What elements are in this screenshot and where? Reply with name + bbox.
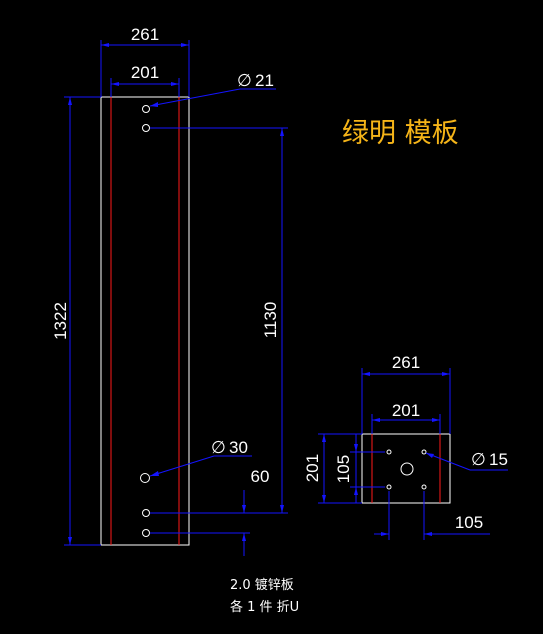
leader-right-hole: ∅ 15: [425, 450, 508, 471]
hole-bottom-dia-symbol: ∅: [211, 438, 226, 457]
right-hole-top-right: [421, 449, 427, 455]
note-material: 2.0 镀锌板: [230, 577, 294, 593]
dim-left-height: 1322: [51, 96, 101, 546]
left-plate-outline: [100, 96, 190, 546]
dim-right-width-inner: 201: [371, 401, 441, 434]
dim-left-width-inner-label: 201: [131, 63, 159, 82]
right-hole-center: [400, 462, 414, 476]
dim-right-height-label: 201: [303, 454, 322, 482]
drawing-title: 绿明 模板: [342, 118, 459, 149]
dim-left-width-outer: 261: [100, 25, 190, 97]
dim-hole-spacing-label: 1130: [261, 302, 280, 339]
left-plate: [100, 96, 190, 546]
right-hole-top-left: [386, 449, 392, 455]
dim-edge-offset-label: 60: [251, 467, 270, 486]
dim-right-width-inner-label: 201: [392, 401, 420, 420]
dim-right-half-height: 105: [334, 434, 385, 503]
right-plate: [361, 433, 451, 504]
left-hole-bottom-2: [142, 529, 150, 537]
left-hole-top-1: [142, 105, 150, 113]
left-hole-top-2: [142, 124, 150, 132]
hole-top-dia-label: 21: [255, 71, 274, 90]
dim-left-width-outer-label: 261: [131, 25, 159, 44]
dim-left-height-label: 1322: [51, 302, 70, 340]
hole-top-dia-symbol: ∅: [237, 71, 252, 90]
note-quantity: 各 1 件 折U: [230, 599, 299, 615]
leader-hole-top: ∅ 21: [149, 71, 276, 107]
dim-hole-spacing: 1130: [150, 127, 288, 514]
left-hole-bottom-1: [142, 509, 150, 517]
dim-right-offset: 105: [374, 491, 490, 540]
dim-right-offset-label: 105: [455, 513, 483, 532]
dim-edge-offset: 60: [150, 467, 269, 556]
dim-right-width-outer: 261: [361, 353, 451, 434]
dim-right-height: 201: [303, 433, 362, 504]
dim-right-half-height-label: 105: [334, 455, 353, 483]
left-hole-bottom-large: [140, 473, 150, 483]
right-hole-bottom-right: [421, 484, 427, 490]
hole-bottom-dia-label: 30: [229, 438, 248, 457]
right-hole-dia-symbol: ∅: [471, 450, 486, 469]
right-plate-outline: [361, 433, 451, 504]
dim-left-width-inner: 201: [110, 63, 180, 97]
right-hole-bottom-left: [386, 484, 392, 490]
leader-hole-bottom: ∅ 30: [149, 438, 252, 477]
right-hole-dia-label: 15: [489, 450, 508, 469]
dim-right-width-outer-label: 261: [392, 353, 420, 372]
